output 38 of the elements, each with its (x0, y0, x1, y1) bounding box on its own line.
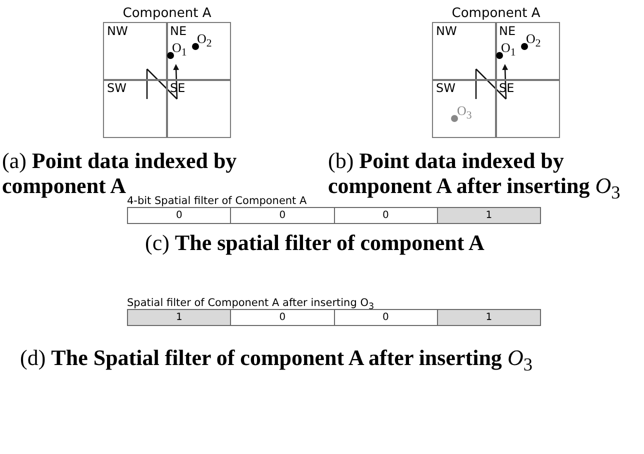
filter-bit: 1 (127, 309, 232, 326)
subfigure-caption: (b) Point data indexed by component A after inserting O$_{3}$ (328, 148, 622, 204)
filter-bit: 0 (334, 309, 438, 326)
quadrant-cell (495, 79, 560, 138)
component-panel (432, 6, 560, 138)
point-label: O$_{2}$ (197, 31, 212, 50)
quadrant-cell (166, 79, 231, 138)
point-label: O$_{3}$ (457, 103, 472, 122)
quadrant-cell (432, 79, 496, 138)
filter-bit: 1 (436, 207, 541, 224)
filter-bit: 0 (334, 207, 438, 224)
quadrant-cell (103, 79, 168, 138)
filter-bit: 0 (230, 309, 334, 326)
subfigure-caption: (d) The Spatial filter of component A after inserting O$_{3}$ (20, 345, 534, 376)
subfigure-caption: (c) The spatial filter of component A (145, 230, 486, 255)
spatial-filter (127, 297, 541, 326)
quadrant-cell (432, 22, 496, 80)
filter-bit: 0 (127, 207, 232, 224)
quadrant-label: SW (107, 81, 126, 95)
component-panel (103, 6, 231, 138)
point-label: O$_{1}$ (172, 40, 187, 59)
quadrant-cell (103, 22, 168, 80)
connector-line (475, 69, 477, 99)
component-heading: Component A (122, 6, 212, 21)
filter-heading: 4-bit Spatial filter of Component A (127, 195, 307, 207)
quadrant-cell (166, 22, 231, 80)
quadrant-label: SW (436, 81, 456, 95)
quadrant-cell (495, 22, 560, 80)
quadrant-label: NE (170, 24, 187, 38)
filter-bit: 1 (436, 309, 541, 326)
quadrant-label: NW (436, 24, 457, 38)
connector-line (146, 69, 148, 99)
component-heading: Component A (450, 6, 542, 21)
point-label: O$_{2}$ (526, 31, 541, 50)
filter-bit: 0 (230, 207, 334, 224)
point-label: O$_{1}$ (501, 40, 516, 59)
quadrant-label: NW (107, 24, 128, 38)
quadrant-label: NE (499, 24, 516, 38)
